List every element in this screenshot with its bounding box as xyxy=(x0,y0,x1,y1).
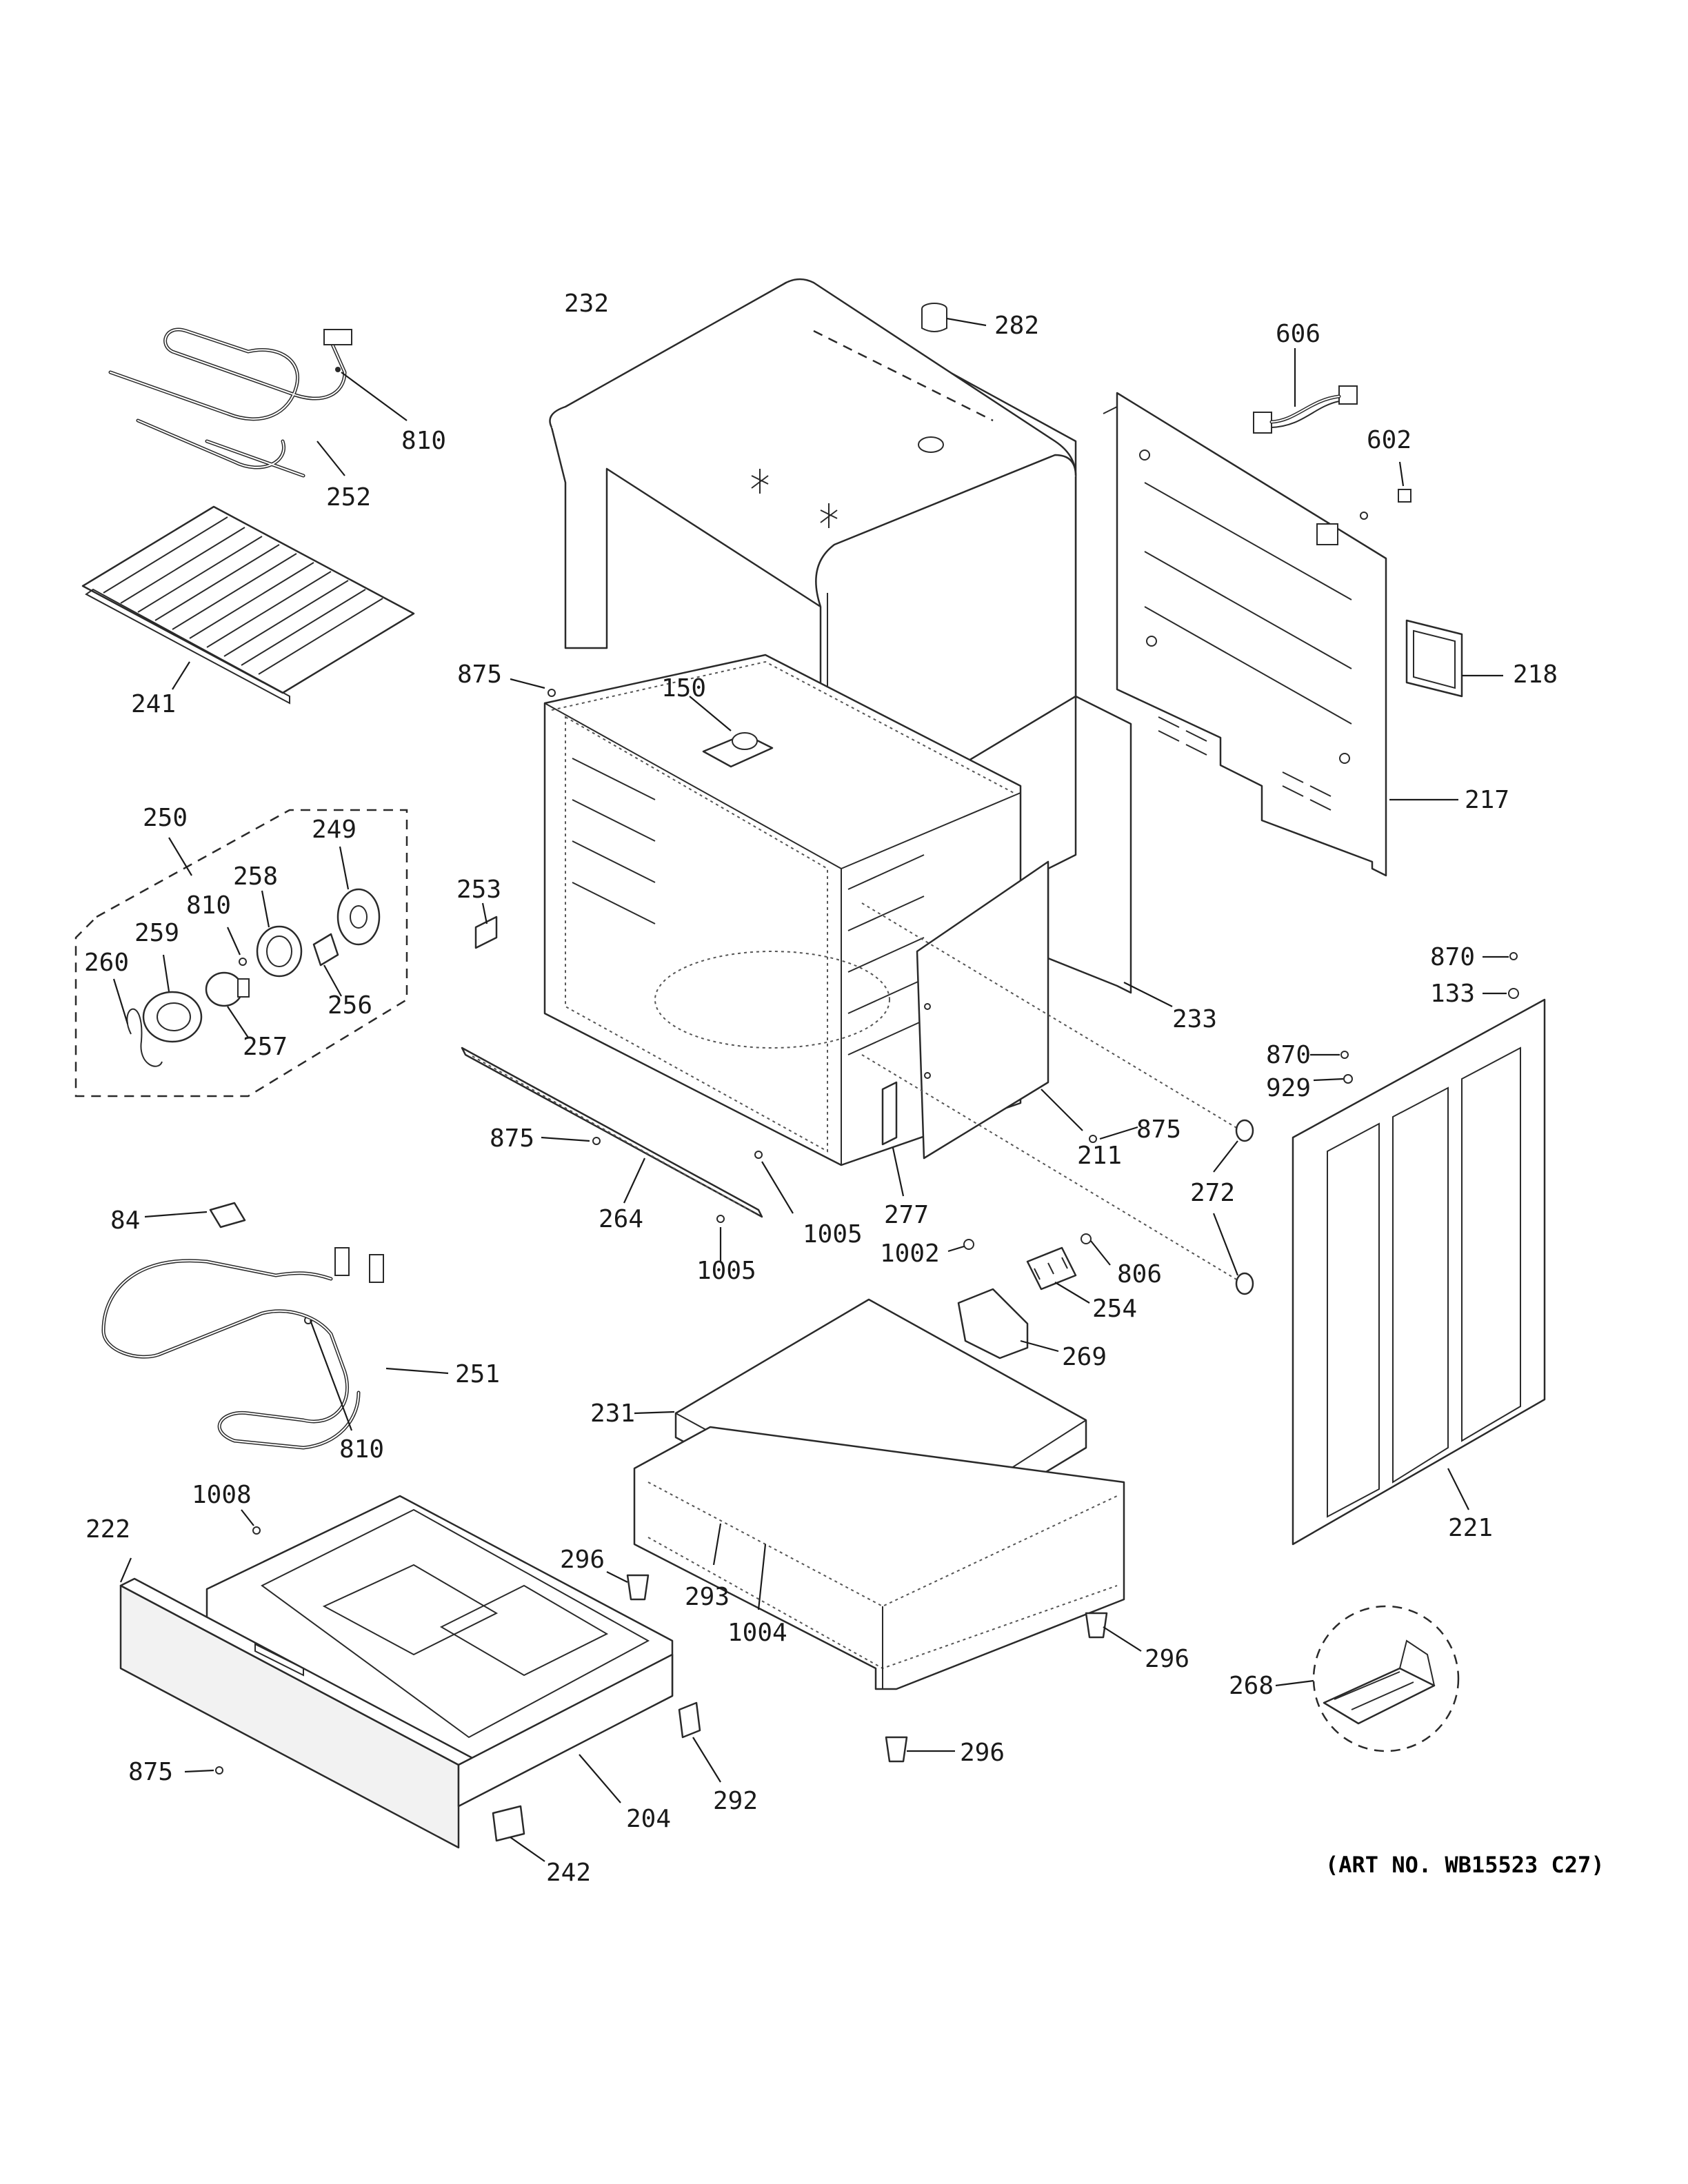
callout-250: 250 xyxy=(143,804,188,832)
callout-252: 252 xyxy=(326,483,371,512)
bake-element-251-part xyxy=(101,1247,449,1450)
side-panel-221-part xyxy=(1292,998,1546,1546)
grommets-272-part xyxy=(861,902,1254,1295)
callout-870-top: 870 xyxy=(1430,943,1475,971)
callout-233: 233 xyxy=(1172,1005,1217,1033)
callout-218: 218 xyxy=(1513,660,1558,689)
callout-292: 292 xyxy=(713,1787,758,1815)
callout-241: 241 xyxy=(131,690,176,718)
callout-875-left: 875 xyxy=(490,1124,534,1153)
callout-810-bake: 810 xyxy=(339,1435,384,1464)
callout-231: 231 xyxy=(590,1399,635,1428)
insulation-233-part xyxy=(1047,695,1173,1007)
callout-1004: 1004 xyxy=(727,1619,787,1647)
callout-260: 260 xyxy=(84,949,129,977)
callout-875-right: 875 xyxy=(1136,1115,1181,1144)
drawer-part xyxy=(119,1495,674,1849)
callout-929: 929 xyxy=(1266,1074,1311,1102)
callout-268: 268 xyxy=(1229,1672,1274,1700)
callout-253: 253 xyxy=(456,876,501,904)
harness-606-part xyxy=(1253,348,1358,434)
callout-810-light: 810 xyxy=(186,891,231,920)
light-assembly-250-part xyxy=(74,809,408,1098)
callout-1005-bottom: 1005 xyxy=(696,1257,756,1285)
hinge-277-part xyxy=(881,1081,905,1197)
callout-84: 84 xyxy=(110,1206,140,1235)
broil-element-252-part xyxy=(108,327,408,478)
outer-cover-part xyxy=(549,278,1077,842)
callout-293: 293 xyxy=(685,1583,730,1611)
callout-602: 602 xyxy=(1367,426,1411,454)
callout-222: 222 xyxy=(86,1515,130,1544)
oven-cavity-part xyxy=(543,654,1022,1166)
callout-211: 211 xyxy=(1077,1142,1122,1170)
bracket-253-part xyxy=(474,902,498,949)
callout-133: 133 xyxy=(1430,980,1475,1008)
rear-panel-217-part xyxy=(1103,392,1458,877)
clip-84-part xyxy=(144,1202,246,1228)
rack-241-part xyxy=(81,505,415,705)
callout-269: 269 xyxy=(1062,1343,1107,1371)
callout-875-top: 875 xyxy=(457,660,502,689)
callout-296-bottom: 296 xyxy=(960,1739,1005,1767)
plug-part xyxy=(921,303,987,332)
base-frame-part xyxy=(633,1426,1125,1690)
callout-1005-right: 1005 xyxy=(803,1220,863,1248)
callout-259: 259 xyxy=(134,919,179,947)
callout-150: 150 xyxy=(661,674,706,702)
side-panel-211-part xyxy=(916,860,1083,1160)
detail-268-part xyxy=(1275,1605,1460,1752)
callout-257: 257 xyxy=(243,1033,288,1061)
callout-264: 264 xyxy=(599,1205,643,1233)
callout-282: 282 xyxy=(994,312,1039,340)
callout-204: 204 xyxy=(626,1805,671,1833)
callout-254: 254 xyxy=(1092,1295,1137,1323)
callout-875-drawer: 875 xyxy=(128,1758,173,1786)
callout-870-mid: 870 xyxy=(1266,1041,1311,1069)
callout-806: 806 xyxy=(1117,1260,1162,1288)
glide-242-part xyxy=(492,1805,545,1862)
callout-251: 251 xyxy=(455,1360,500,1388)
screws-part xyxy=(184,678,1519,1775)
connector-602-part xyxy=(1360,461,1411,520)
callout-277: 277 xyxy=(884,1201,929,1229)
callout-1002: 1002 xyxy=(880,1240,940,1268)
callout-217: 217 xyxy=(1465,786,1509,814)
callout-1008: 1008 xyxy=(192,1481,252,1509)
glide-292-part xyxy=(678,1701,721,1783)
bracket-269-part xyxy=(957,1288,1059,1359)
art-number: (ART NO. WB15523 C27) xyxy=(1325,1852,1605,1878)
callout-810-broil: 810 xyxy=(401,427,446,455)
terminal-block-254-part xyxy=(1026,1246,1090,1304)
callout-232: 232 xyxy=(564,290,609,318)
callout-296-right: 296 xyxy=(1145,1645,1189,1673)
trim-strip-264-part xyxy=(461,1046,763,1218)
plate-218-part xyxy=(1405,619,1503,698)
callout-labels: 232 282 606 602 810 252 241 875 150 218 … xyxy=(84,290,1605,1887)
callout-242: 242 xyxy=(546,1859,591,1887)
callout-258: 258 xyxy=(233,862,278,891)
callout-256: 256 xyxy=(328,991,372,1020)
callout-296-left: 296 xyxy=(560,1546,605,1574)
leveling-screws-296-part xyxy=(606,1571,1142,1763)
callout-249: 249 xyxy=(312,816,356,844)
switch-150-part xyxy=(689,696,774,768)
callout-606: 606 xyxy=(1276,320,1320,348)
callout-221: 221 xyxy=(1448,1514,1493,1542)
callout-272: 272 xyxy=(1190,1179,1235,1207)
